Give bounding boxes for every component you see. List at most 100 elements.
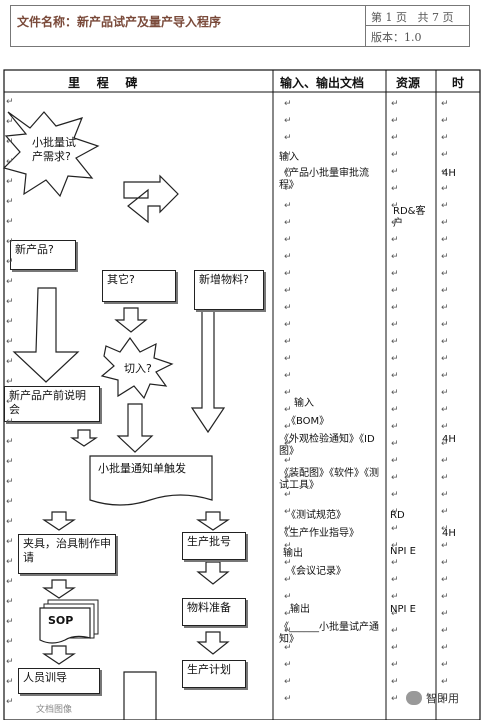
paragraph-mark: ↵: [391, 150, 399, 160]
io-output-1: 输出: [283, 548, 303, 559]
paragraph-mark: ↵: [441, 626, 449, 636]
training-box: 人员训导: [18, 668, 100, 694]
arrow-training: [42, 645, 76, 665]
brand-logo: 智即用: [406, 690, 459, 706]
paragraph-mark: ↵: [284, 184, 292, 194]
paragraph-mark: ↵: [6, 697, 14, 707]
paragraph-mark: ↵: [6, 157, 14, 167]
paragraph-mark: ↵: [441, 405, 449, 415]
prod-plan-box: 生产计划: [182, 660, 246, 688]
long-down-arrow-right: [190, 309, 226, 434]
paragraph-mark: ↵: [441, 388, 449, 398]
brand-name: 智即用: [426, 692, 459, 705]
big-bottom-arrow: [123, 671, 157, 720]
io-output-2: 输出: [290, 604, 310, 615]
batch-no-text: 生产批号: [187, 535, 231, 548]
new-product-box: 新产品?: [10, 240, 76, 270]
io-inspection: 《外观检验通知》《ID 图》: [279, 434, 375, 457]
paragraph-mark: ↵: [6, 197, 14, 207]
header-title-box: 文件名称：新产品试产及量产导入程序: [10, 5, 367, 47]
paragraph-mark: ↵: [6, 597, 14, 607]
io-bom: 《BOM》: [286, 416, 330, 427]
paragraph-mark: ↵: [391, 694, 399, 704]
paragraph-mark: ↵: [6, 577, 14, 587]
paragraph-mark: ↵: [391, 677, 399, 687]
paragraph-mark: ↵: [284, 405, 292, 415]
cut-in-text: 切入?: [124, 362, 152, 375]
paragraph-mark: ↵: [6, 677, 14, 687]
paragraph-mark: ↵: [441, 269, 449, 279]
paragraph-mark: ↵: [441, 201, 449, 211]
paragraph-mark: ↵: [441, 524, 449, 534]
paragraph-mark: ↵: [6, 217, 14, 227]
io-notice: 《______小批量试产通知》: [279, 622, 379, 645]
paragraph-mark: ↵: [441, 592, 449, 602]
time-1: 4H: [442, 168, 456, 179]
paragraph-mark: ↵: [391, 626, 399, 636]
arrow-plan: [196, 631, 230, 655]
paragraph-mark: ↵: [391, 456, 399, 466]
paragraph-mark: ↵: [391, 439, 399, 449]
paragraph-mark: ↵: [6, 557, 14, 567]
time-3: 4H: [442, 528, 456, 539]
paragraph-mark: ↵: [391, 167, 399, 177]
paragraph-mark: ↵: [441, 116, 449, 126]
paragraph-mark: ↵: [284, 167, 292, 177]
paragraph-mark: ↵: [6, 137, 14, 147]
paragraph-mark: ↵: [284, 694, 292, 704]
paragraph-mark: ↵: [441, 541, 449, 551]
paragraph-mark: ↵: [284, 218, 292, 228]
col-milestone-header: 里 程 碑: [68, 76, 138, 90]
paragraph-mark: ↵: [284, 592, 292, 602]
paragraph-mark: ↵: [391, 558, 399, 568]
time-2: 4H: [442, 434, 456, 445]
paragraph-mark: ↵: [6, 437, 14, 447]
watermark-text: 文档图像: [36, 705, 73, 715]
paragraph-mark: ↵: [284, 439, 292, 449]
down-arrow-cutin: [116, 403, 154, 453]
material-prep-box: 物料准备: [182, 598, 246, 626]
paragraph-mark: ↵: [391, 303, 399, 313]
cut-in-burst: [100, 336, 174, 400]
paragraph-mark: ↵: [441, 218, 449, 228]
trial-demand-text: 小批量试产需求?: [32, 136, 76, 163]
small-arrow-desc: [70, 429, 98, 447]
io-work-guide: 《生产作业指导》: [279, 528, 359, 539]
paragraph-mark: ↵: [284, 99, 292, 109]
material-prep-text: 物料准备: [187, 601, 231, 614]
paragraph-mark: ↵: [284, 133, 292, 143]
paragraph-mark: ↵: [391, 354, 399, 364]
paragraph-mark: ↵: [284, 524, 292, 534]
paragraph-mark: ↵: [284, 303, 292, 313]
paragraph-mark: ↵: [284, 422, 292, 432]
col-resource-header: 资源: [396, 76, 421, 90]
paragraph-mark: ↵: [284, 541, 292, 551]
new-material-text: 新增物料?: [199, 273, 249, 286]
paragraph-mark: ↵: [441, 456, 449, 466]
paragraph-mark: ↵: [441, 490, 449, 500]
paragraph-mark: ↵: [391, 252, 399, 262]
paragraph-mark: ↵: [391, 609, 399, 619]
io-flow-doc: 《产品小批量审批流程》: [279, 168, 369, 191]
new-product-desc-text: 新产品产前说明会: [9, 389, 86, 416]
paragraph-mark: ↵: [391, 643, 399, 653]
fixture-text: 夹具，治具制作申请: [23, 537, 111, 564]
big-down-arrow-left: [12, 287, 80, 383]
paragraph-mark: ↵: [284, 388, 292, 398]
io-test-spec: 《测试规范》: [286, 510, 346, 521]
paragraph-mark: ↵: [6, 177, 14, 187]
paragraph-mark: ↵: [284, 609, 292, 619]
fixture-box: 夹具，治具制作申请: [18, 534, 116, 574]
paragraph-mark: ↵: [284, 473, 292, 483]
paragraph-mark: ↵: [391, 490, 399, 500]
arrow-batch: [196, 511, 230, 531]
paragraph-mark: ↵: [391, 269, 399, 279]
res-npi-2: NPI E: [390, 604, 416, 615]
paragraph-mark: ↵: [441, 660, 449, 670]
paragraph-mark: ↵: [6, 657, 14, 667]
paragraph-mark: ↵: [441, 422, 449, 432]
training-text: 人员训导: [23, 671, 67, 684]
paragraph-mark: ↵: [284, 626, 292, 636]
page-number: 第 1 页 共 7 页: [371, 11, 454, 24]
